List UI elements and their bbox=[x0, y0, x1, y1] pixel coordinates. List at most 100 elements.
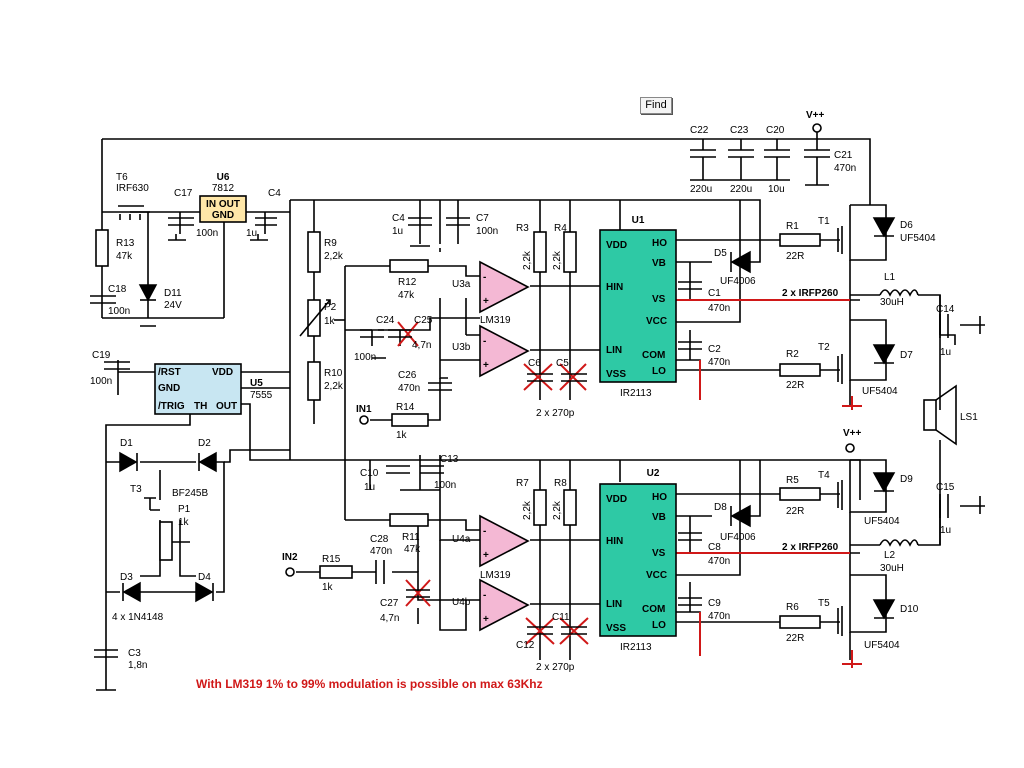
find-button[interactable]: Find bbox=[640, 97, 672, 114]
chip-u2: U2 VDD HIN LIN VSS HO VB VS VCC COM LO I… bbox=[599, 468, 677, 653]
u2-lin: LIN bbox=[606, 599, 622, 610]
label-c1v: 470n bbox=[708, 303, 730, 314]
label-r11v: 47k bbox=[404, 544, 421, 555]
label-c3v: 1,8n bbox=[128, 660, 147, 671]
label-c25v: 4,7n bbox=[412, 340, 431, 351]
label-c27v: 4,7n bbox=[380, 613, 399, 624]
label-r2v: 22R bbox=[786, 380, 804, 391]
label-c14v: 1u bbox=[940, 347, 951, 358]
label-c21: C21 bbox=[834, 150, 853, 161]
label-c6: C6 bbox=[528, 358, 541, 369]
p1-potentiometer bbox=[159, 521, 173, 561]
label-r15v: 1k bbox=[322, 582, 334, 593]
r5-resistor bbox=[779, 487, 821, 501]
r2-resistor bbox=[779, 363, 821, 377]
wires bbox=[101, 138, 985, 690]
label-dio4: 4 x 1N4148 bbox=[112, 612, 164, 623]
label-r6: R6 bbox=[786, 602, 799, 613]
label-c22: C22 bbox=[690, 125, 709, 136]
label-c17v: 100n bbox=[196, 228, 218, 239]
u1-ref: U1 bbox=[632, 215, 645, 226]
label-t2: T2 bbox=[818, 342, 830, 353]
label-c26v: 470n bbox=[398, 383, 420, 394]
u5-ref: U5 bbox=[250, 378, 263, 389]
label-r3: R3 bbox=[516, 223, 529, 234]
chip-u5: /RST VDD GND /TRIG TH OUT U5 7555 bbox=[154, 363, 273, 415]
label-r12: R12 bbox=[398, 277, 417, 288]
label-r4v: 2,2k bbox=[552, 250, 563, 270]
label-r12v: 47k bbox=[398, 290, 415, 301]
label-r9: R9 bbox=[324, 238, 337, 249]
r6-resistor bbox=[779, 615, 821, 629]
r11-resistor bbox=[389, 513, 429, 527]
label-r14: R14 bbox=[396, 402, 415, 413]
label-d5v: UF4006 bbox=[720, 276, 756, 287]
u1-lo: LO bbox=[652, 366, 666, 377]
label-c4av: 1u bbox=[246, 228, 257, 239]
label-c23: C23 bbox=[730, 125, 749, 136]
label-r7: R7 bbox=[516, 478, 529, 489]
label-c19: C19 bbox=[92, 350, 111, 361]
u3b-label: U3b bbox=[452, 342, 471, 353]
u5-th: TH bbox=[194, 401, 207, 412]
r8-resistor bbox=[563, 489, 577, 526]
label-p2: P2 bbox=[324, 302, 337, 313]
chip-u1: U1 VDD HIN LIN VSS HO VB VS VCC COM LO I… bbox=[599, 215, 677, 399]
label-r4: R4 bbox=[554, 223, 567, 234]
label-c11: C11 bbox=[552, 612, 570, 623]
label-d2: D2 bbox=[198, 438, 211, 449]
label-d9v: UF5404 bbox=[864, 516, 900, 527]
label-r8: R8 bbox=[554, 478, 567, 489]
r1-resistor bbox=[779, 233, 821, 247]
lm319-bot-label: LM319 bbox=[480, 570, 511, 581]
label-c13v: 100n bbox=[434, 480, 456, 491]
u6-part: 7812 bbox=[212, 183, 235, 194]
u2-part: IR2113 bbox=[620, 642, 652, 653]
label-l1v: 30uH bbox=[880, 297, 904, 308]
u1-part: IR2113 bbox=[620, 388, 652, 399]
label-irfp-top: 2 x IRFP260 bbox=[782, 288, 839, 299]
label-c12: C12 bbox=[516, 640, 535, 651]
label-p1v: 1k bbox=[178, 517, 190, 528]
label-c2v: 470n bbox=[708, 357, 730, 368]
l2-inductor bbox=[879, 539, 919, 547]
label-c2: C2 bbox=[708, 344, 721, 355]
opamps: -+ -+ -+ -+ U3a U3b LM319 U4a U4b LM319 bbox=[452, 260, 530, 632]
u1-vdd: VDD bbox=[606, 240, 627, 251]
label-c21v: 470n bbox=[834, 163, 856, 174]
label-vpp-bottom: V++ bbox=[843, 428, 862, 439]
u1-vcc: VCC bbox=[646, 316, 667, 327]
label-c27: C27 bbox=[380, 598, 399, 609]
svg-text:-: - bbox=[483, 272, 486, 283]
label-cap-top: 2 x 270p bbox=[536, 408, 575, 419]
diodes bbox=[119, 217, 896, 620]
r14-resistor bbox=[391, 413, 429, 427]
u2-ho: HO bbox=[652, 492, 667, 503]
label-c18: C18 bbox=[108, 284, 127, 295]
r7-resistor bbox=[533, 489, 547, 526]
u2-com: COM bbox=[642, 604, 665, 615]
u2-vss: VSS bbox=[606, 623, 626, 634]
label-c17: C17 bbox=[174, 188, 193, 199]
label-t6v: IRF630 bbox=[116, 183, 149, 194]
label-c8: C8 bbox=[708, 542, 721, 553]
label-r5: R5 bbox=[786, 475, 799, 486]
label-d4: D4 bbox=[198, 572, 211, 583]
label-c15v: 1u bbox=[940, 525, 951, 536]
label-c4b: C4 bbox=[392, 213, 405, 224]
label-c9: C9 bbox=[708, 598, 721, 609]
label-c28v: 470n bbox=[370, 546, 392, 557]
label-d6v: UF5404 bbox=[900, 233, 936, 244]
svg-text:-: - bbox=[483, 526, 486, 537]
u5-rst: /RST bbox=[158, 367, 181, 378]
u5-trig: /TRIG bbox=[158, 401, 185, 412]
r4-resistor bbox=[563, 231, 577, 273]
svg-text:+: + bbox=[483, 550, 489, 561]
u5-part: 7555 bbox=[250, 390, 273, 401]
u6-ref: U6 bbox=[217, 172, 230, 183]
label-r5v: 22R bbox=[786, 506, 804, 517]
label-c19v: 100n bbox=[90, 376, 112, 387]
r15-resistor bbox=[319, 565, 353, 579]
u1-hin: HIN bbox=[606, 282, 623, 293]
